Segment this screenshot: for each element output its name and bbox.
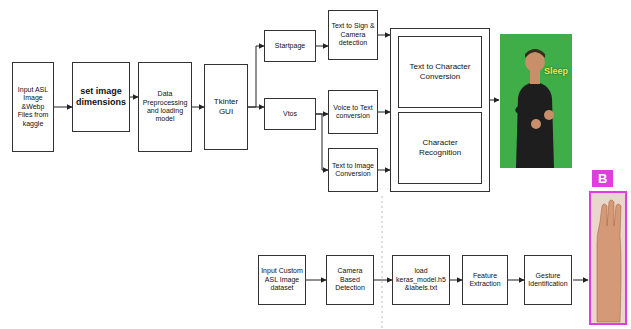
node-text: Tkinter GUI — [207, 97, 245, 116]
node-text: Gesture Identification — [527, 272, 569, 289]
sign-photo — [500, 34, 572, 168]
node-text: Character Recognition — [401, 138, 479, 157]
node-text: Vtos — [267, 110, 313, 118]
process-box: Character Recognition — [398, 112, 482, 184]
class-label: B — [592, 170, 613, 187]
connector-arrow — [248, 107, 264, 108]
connector-arrow — [378, 35, 390, 36]
photo-caption: Sleep — [544, 66, 568, 76]
connector-arrow — [248, 46, 264, 107]
process-box: Text to Image Conversion — [328, 148, 378, 192]
node-text: Camera Based Detection — [329, 267, 371, 292]
connector-arrow — [508, 280, 524, 281]
process-box: Camera Based Detection — [326, 255, 374, 305]
process-box: Text to Character Conversion — [398, 36, 482, 108]
process-box: Feature Extraction — [462, 255, 508, 305]
process-box: Data Preprocessing and loading model — [138, 62, 192, 152]
process-box: Voice to Text conversion — [328, 90, 378, 134]
output-arrow — [490, 100, 499, 101]
process-box: Input Custom ASL Image dataset — [258, 255, 306, 305]
process-box: Tkinter GUI — [204, 64, 248, 150]
connector-arrow — [378, 112, 390, 113]
process-box: load keras_model.h5 &labels.txt — [392, 255, 450, 305]
node-text: Voice to Text conversion — [331, 104, 375, 121]
node-text: Input ASL Image &Webp Files from kaggle — [15, 86, 51, 128]
node-text: load keras_model.h5 &labels.txt — [395, 267, 447, 292]
process-box: Gesture Identification — [524, 255, 572, 305]
connector-arrow — [316, 114, 328, 170]
node-text: Text to Character Conversion — [401, 62, 479, 81]
node-text: Text to Image Conversion — [331, 162, 375, 179]
group-box: Text to Character ConversionCharacter Re… — [390, 28, 490, 192]
process-box: set image dimensions — [72, 62, 130, 132]
process-box: Vtos — [264, 98, 316, 130]
connector-arrow — [54, 107, 72, 108]
node-text: Text to Sign & Camera detection — [331, 22, 375, 47]
connector-arrow — [374, 280, 392, 281]
process-box: Input ASL Image &Webp Files from kaggle — [12, 62, 54, 152]
connector-arrow — [316, 46, 328, 47]
node-text: Data Preprocessing and loading model — [141, 90, 189, 124]
connector-arrow — [130, 97, 138, 98]
divider-line — [382, 196, 383, 329]
node-text: set image dimensions — [75, 86, 127, 108]
node-text: Feature Extraction — [465, 272, 505, 289]
node-text: Startpage — [267, 42, 313, 50]
connector-arrow — [378, 170, 390, 171]
connector-arrow — [450, 280, 462, 281]
connector-arrow — [306, 280, 326, 281]
node-text: Input Custom ASL Image dataset — [261, 267, 303, 292]
connector-arrow — [192, 107, 204, 108]
process-box: Text to Sign & Camera detection — [328, 10, 378, 60]
output-arrow — [573, 280, 588, 281]
process-box: Startpage — [264, 30, 316, 62]
hand-photo — [590, 192, 626, 324]
